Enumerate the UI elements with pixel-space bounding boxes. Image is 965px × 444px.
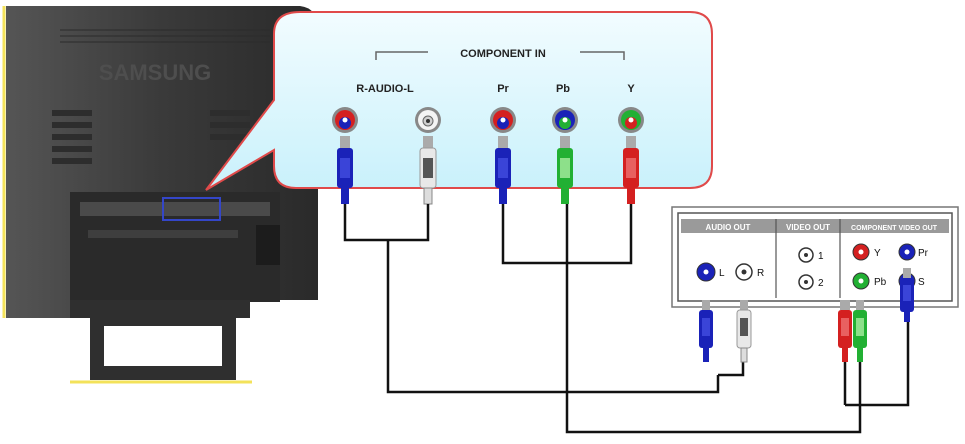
comp-y-label: Y	[874, 248, 881, 259]
plug-audio-r	[337, 136, 353, 204]
section-component-out: COMPONENT VIDEO OUT	[851, 225, 938, 232]
audio-label: R-AUDIO-L	[356, 83, 414, 95]
comp-pb-label: Pb	[874, 277, 887, 288]
brand-logo: SAMSUNG	[99, 60, 211, 85]
jack-pr	[490, 107, 516, 133]
device-plugs	[699, 268, 914, 363]
jack-audio-l	[415, 107, 441, 133]
source-device: AUDIO OUT VIDEO OUT COMPONENT VIDEO OUT …	[671, 206, 959, 308]
port-label-pb: Pb	[556, 83, 570, 95]
component-callout: COMPONENT IN R-AUDIO-L Pr Pb Y	[205, 11, 713, 205]
plug-device-pr	[900, 268, 914, 322]
section-video-out: VIDEO OUT	[786, 223, 830, 232]
jack-pb	[552, 107, 578, 133]
callout-bubble	[205, 11, 713, 191]
cable-pb	[565, 204, 862, 434]
video-out-1-label: 1	[818, 251, 824, 262]
plug-device-audio-l	[699, 300, 713, 362]
jack-audio-r	[332, 107, 358, 133]
video-out-2-label: 2	[818, 278, 824, 289]
plug-audio-l	[419, 136, 437, 205]
comp-s-label: S	[918, 277, 925, 288]
cable-audio-join	[343, 204, 430, 242]
audio-out-l-label: L	[719, 268, 725, 279]
plug-pr	[495, 136, 511, 204]
section-audio-out: AUDIO OUT	[706, 223, 751, 232]
port-label-y: Y	[627, 83, 635, 95]
cable-audio-split	[718, 362, 745, 377]
plug-pb	[557, 136, 573, 204]
component-in-label: COMPONENT IN	[460, 48, 546, 60]
monitor-back: SAMSUNG	[2, 6, 318, 384]
plug-device-y	[838, 300, 852, 362]
port-label-pr: Pr	[497, 83, 509, 95]
plug-device-audio-r	[736, 300, 752, 363]
audio-out-r-label: R	[757, 268, 764, 279]
comp-pr-label: Pr	[918, 248, 929, 259]
cables	[343, 204, 910, 434]
plug-device-pb	[853, 300, 867, 362]
cable-audio-to-device	[386, 240, 720, 394]
power-port	[256, 225, 280, 265]
component-port-highlight	[162, 197, 221, 221]
plug-y	[623, 136, 639, 204]
jack-y	[618, 107, 644, 133]
